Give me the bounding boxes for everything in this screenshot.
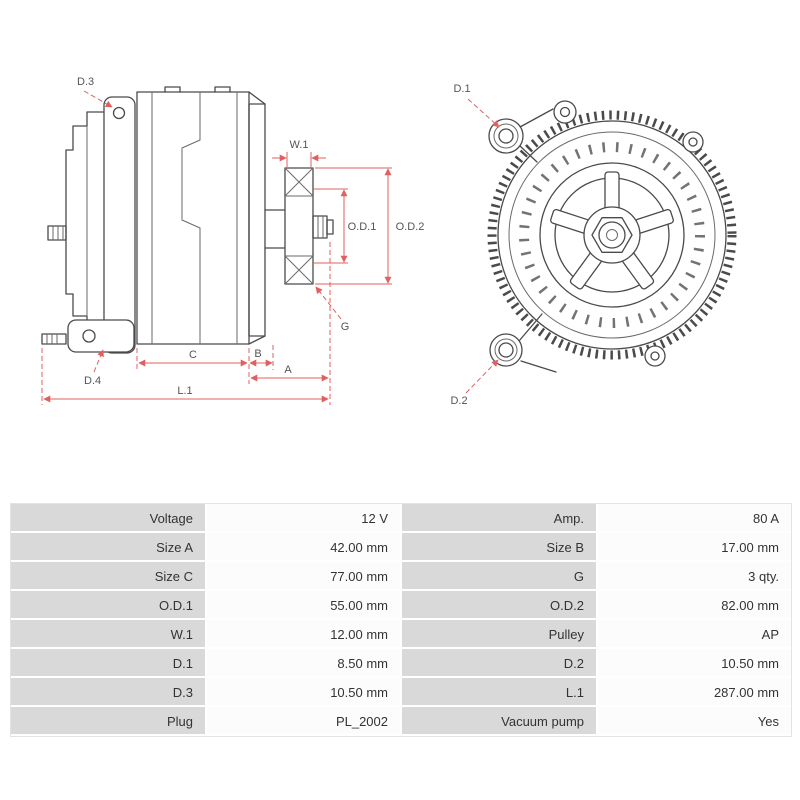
- alternator-side-view: D.3 D.4 W.1 O.D.1 O.D.2 G: [41, 76, 425, 405]
- spec-label-d3: D.3: [11, 678, 207, 707]
- dim-label-od2: O.D.2: [396, 221, 425, 233]
- dim-label-a: A: [284, 364, 292, 376]
- dim-label-d2: D.2: [450, 395, 467, 407]
- spec-label-w1: W.1: [11, 620, 207, 649]
- dim-label-w1: W.1: [290, 139, 309, 151]
- dim-label-od1: O.D.1: [348, 221, 377, 233]
- spec-label-od2: O.D.2: [402, 591, 598, 620]
- dim-label-c: C: [189, 349, 197, 361]
- dim-label-d4: D.4: [84, 375, 101, 387]
- dim-label-g: G: [341, 321, 350, 333]
- spec-value-l1: 287.00 mm: [598, 678, 791, 707]
- spec-value-amp: 80 A: [598, 504, 791, 533]
- spec-value-size-a: 42.00 mm: [207, 533, 402, 562]
- spec-value-od2: 82.00 mm: [598, 591, 791, 620]
- dim-label-b: B: [254, 348, 261, 360]
- dim-label-d1: D.1: [453, 83, 470, 95]
- spec-value-size-b: 17.00 mm: [598, 533, 791, 562]
- spec-label-d2: D.2: [402, 649, 598, 678]
- alternator-technical-drawing: D.3 D.4 W.1 O.D.1 O.D.2 G: [41, 76, 737, 407]
- spec-label-size-a: Size A: [11, 533, 207, 562]
- alternator-front-view: D.1 D.2: [450, 83, 737, 407]
- spec-value-d1: 8.50 mm: [207, 649, 402, 678]
- spec-value-d3: 10.50 mm: [207, 678, 402, 707]
- spec-label-size-c: Size C: [11, 562, 207, 591]
- spec-label-vacuum-pump: Vacuum pump: [402, 707, 598, 736]
- spec-value-vacuum-pump: Yes: [598, 707, 791, 736]
- spec-value-od1: 55.00 mm: [207, 591, 402, 620]
- spec-label-amp: Amp.: [402, 504, 598, 533]
- spec-value-voltage: 12 V: [207, 504, 402, 533]
- spec-table: Voltage 12 V Amp. 80 A Size A 42.00 mm S…: [10, 503, 792, 737]
- spec-label-plug: Plug: [11, 707, 207, 736]
- pulley-spokes: [550, 171, 674, 290]
- spec-label-d1: D.1: [11, 649, 207, 678]
- spec-label-od1: O.D.1: [11, 591, 207, 620]
- dim-label-d3: D.3: [77, 76, 94, 88]
- spec-value-w1: 12.00 mm: [207, 620, 402, 649]
- spec-value-size-c: 77.00 mm: [207, 562, 402, 591]
- spec-value-pulley: AP: [598, 620, 791, 649]
- spec-value-g: 3 qty.: [598, 562, 791, 591]
- spec-label-voltage: Voltage: [11, 504, 207, 533]
- spec-value-plug: PL_2002: [207, 707, 402, 736]
- spec-label-size-b: Size B: [402, 533, 598, 562]
- dim-label-l1: L.1: [177, 385, 192, 397]
- spec-label-pulley: Pulley: [402, 620, 598, 649]
- spec-label-l1: L.1: [402, 678, 598, 707]
- spec-value-d2: 10.50 mm: [598, 649, 791, 678]
- spec-label-g: G: [402, 562, 598, 591]
